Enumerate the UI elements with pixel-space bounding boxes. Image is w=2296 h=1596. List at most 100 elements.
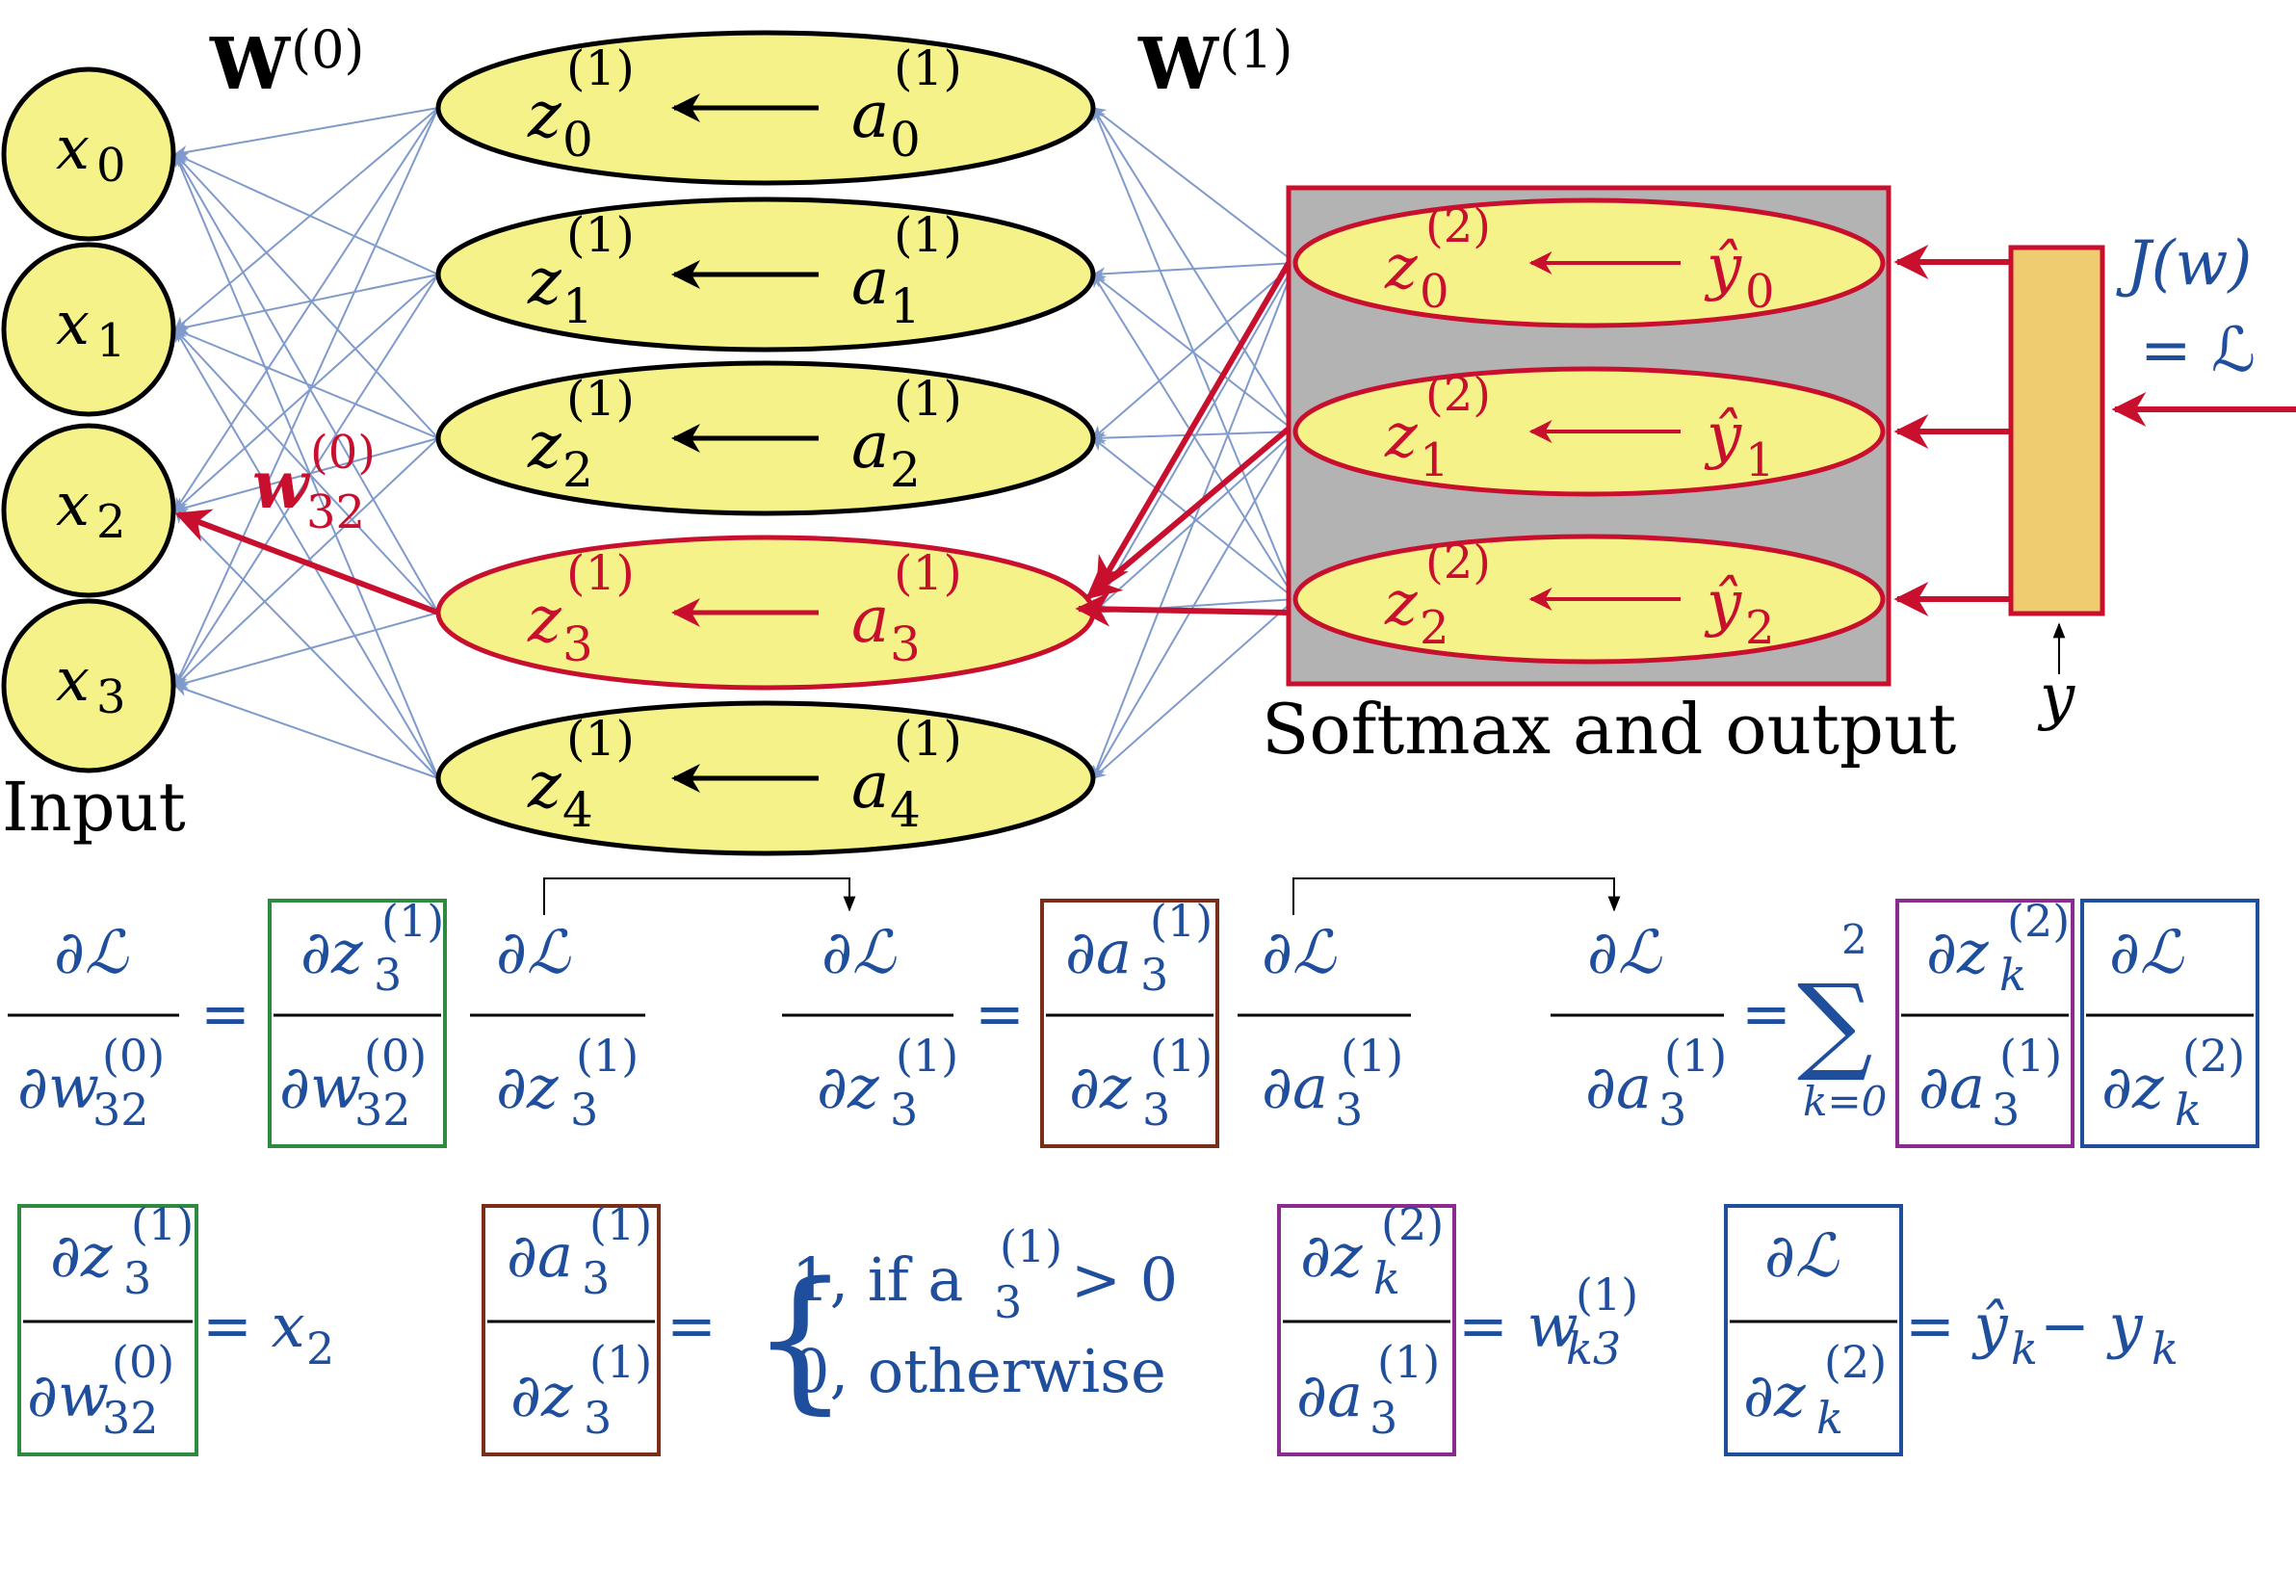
link-arrow-2 [1292,877,1621,915]
svg-text:(1): (1) [1377,1336,1440,1388]
w0-edge [173,152,439,275]
yhat-symbol: ŷ [1704,232,1742,303]
svg-text:(1): (1) [1219,19,1293,80]
a-sub: 3 [890,616,921,672]
svg-text:∑: ∑ [1797,961,1873,1085]
w0-edge [173,274,439,334]
z-sup: (1) [566,40,635,96]
w0-edge [173,152,439,779]
z-symbol: z [527,245,562,319]
svg-text:(0): (0) [291,19,365,80]
a-sub: 4 [890,782,921,838]
a-symbol: a [851,408,889,483]
svg-text:∂ℒ: ∂ℒ [1587,917,1662,987]
yhat-sub: 0 [1745,265,1775,319]
svg-text:(1): (1) [1150,1030,1213,1082]
svg-text:∂z: ∂z [300,917,363,987]
equation-1: ∂ℒ ∂w 32 (0) = ∂z 3 (1) ∂w 32 (0) ∂ℒ ∂z … [8,895,645,1148]
loss-label: J(w) = ℒ [2116,228,2256,386]
svg-text:∂ℒ: ∂ℒ [822,917,897,987]
z-sup: (2) [1425,199,1491,253]
z-sup: (1) [566,711,635,767]
svg-text:{: { [751,1248,849,1428]
svg-text:∂a: ∂a [1585,1052,1652,1122]
svg-text:∂z: ∂z [1926,917,1989,987]
svg-text:∂a: ∂a [507,1220,573,1291]
loss-box [2008,245,2105,616]
svg-text:0, otherwise: 0, otherwise [792,1336,1166,1406]
svg-text:1: 1 [96,314,126,368]
svg-text:W: W [209,23,291,106]
svg-text:32: 32 [354,1084,411,1136]
svg-text:3: 3 [890,1084,918,1136]
a-sup: (1) [894,207,962,263]
a-symbol: a [851,748,889,823]
z-symbol: z [527,748,562,823]
w1-edge [1091,107,1296,264]
svg-text:(1): (1) [1150,895,1213,947]
z-sub: 1 [1420,433,1449,487]
svg-text:(0): (0) [112,1336,174,1388]
w0-edge [174,152,439,439]
svg-text:0: 0 [96,139,126,193]
w1-label: W (1) [1137,19,1293,106]
z-sub: 3 [562,616,593,672]
svg-text:∂z: ∂z [1743,1360,1806,1430]
svg-text:(1): (1) [1999,1030,2062,1082]
w1-edge [1091,262,1296,780]
softmax-label: Softmax and output [1262,689,1956,770]
svg-text:∂z: ∂z [817,1052,879,1122]
z-sup: (2) [1425,368,1491,422]
z-sub: 0 [1420,265,1449,319]
svg-text:(1): (1) [1000,1220,1062,1272]
input-node-0: x 0 [1,66,176,242]
svg-text:∂w: ∂w [279,1052,361,1122]
w0-edge [173,274,439,511]
w1-edge [1091,598,1296,779]
svg-text:= w: = w [1458,1291,1578,1361]
z-sub: 4 [562,782,593,838]
svg-text:∂z: ∂z [1069,1052,1132,1122]
z-sub: 2 [1420,601,1449,655]
svg-text:2: 2 [96,495,126,549]
w0-edge [174,327,439,614]
w1-edge [1091,437,1296,600]
a-sup: (1) [894,40,962,96]
w1-edge [1091,431,1296,445]
w0-edge [173,107,439,159]
z-sup: (1) [566,371,635,427]
equation-3: ∂ℒ ∂a 3 (1) = ∑ 2 k=0 ∂z k (2) ∂a 3 (1) … [1551,895,2259,1148]
input-node-2: x 2 [1,423,176,598]
svg-text:3: 3 [570,1084,598,1136]
y-label: y [2037,622,2075,733]
z-symbol: z [527,408,562,483]
svg-text:∂a: ∂a [1918,1052,1985,1122]
svg-text:(1): (1) [576,1030,639,1082]
svg-text:3: 3 [123,1252,151,1304]
z-sup: (2) [1425,536,1491,589]
svg-text:∂ℒ: ∂ℒ [2109,917,2184,987]
w0-connections [173,107,439,779]
svg-text:∂a: ∂a [1262,1052,1328,1122]
w0-edge [174,107,439,512]
svg-text:32: 32 [92,1084,149,1136]
yhat-symbol: ŷ [1704,401,1742,472]
svg-text:=: = [975,979,1025,1049]
svg-text:(1): (1) [589,1198,652,1250]
svg-text:3: 3 [1370,1392,1397,1444]
svg-text:=: = [200,979,250,1049]
yhat-symbol: ŷ [1704,568,1742,640]
svg-text:∂ℒ: ∂ℒ [54,917,129,987]
svg-text:x: x [56,469,90,539]
svg-text:32: 32 [102,1392,159,1444]
svg-text:∂z: ∂z [1300,1220,1363,1291]
svg-text:x: x [56,288,90,358]
svg-text:∂a: ∂a [1065,917,1132,987]
z-symbol: z [1384,401,1419,472]
svg-text:2: 2 [306,1322,334,1374]
